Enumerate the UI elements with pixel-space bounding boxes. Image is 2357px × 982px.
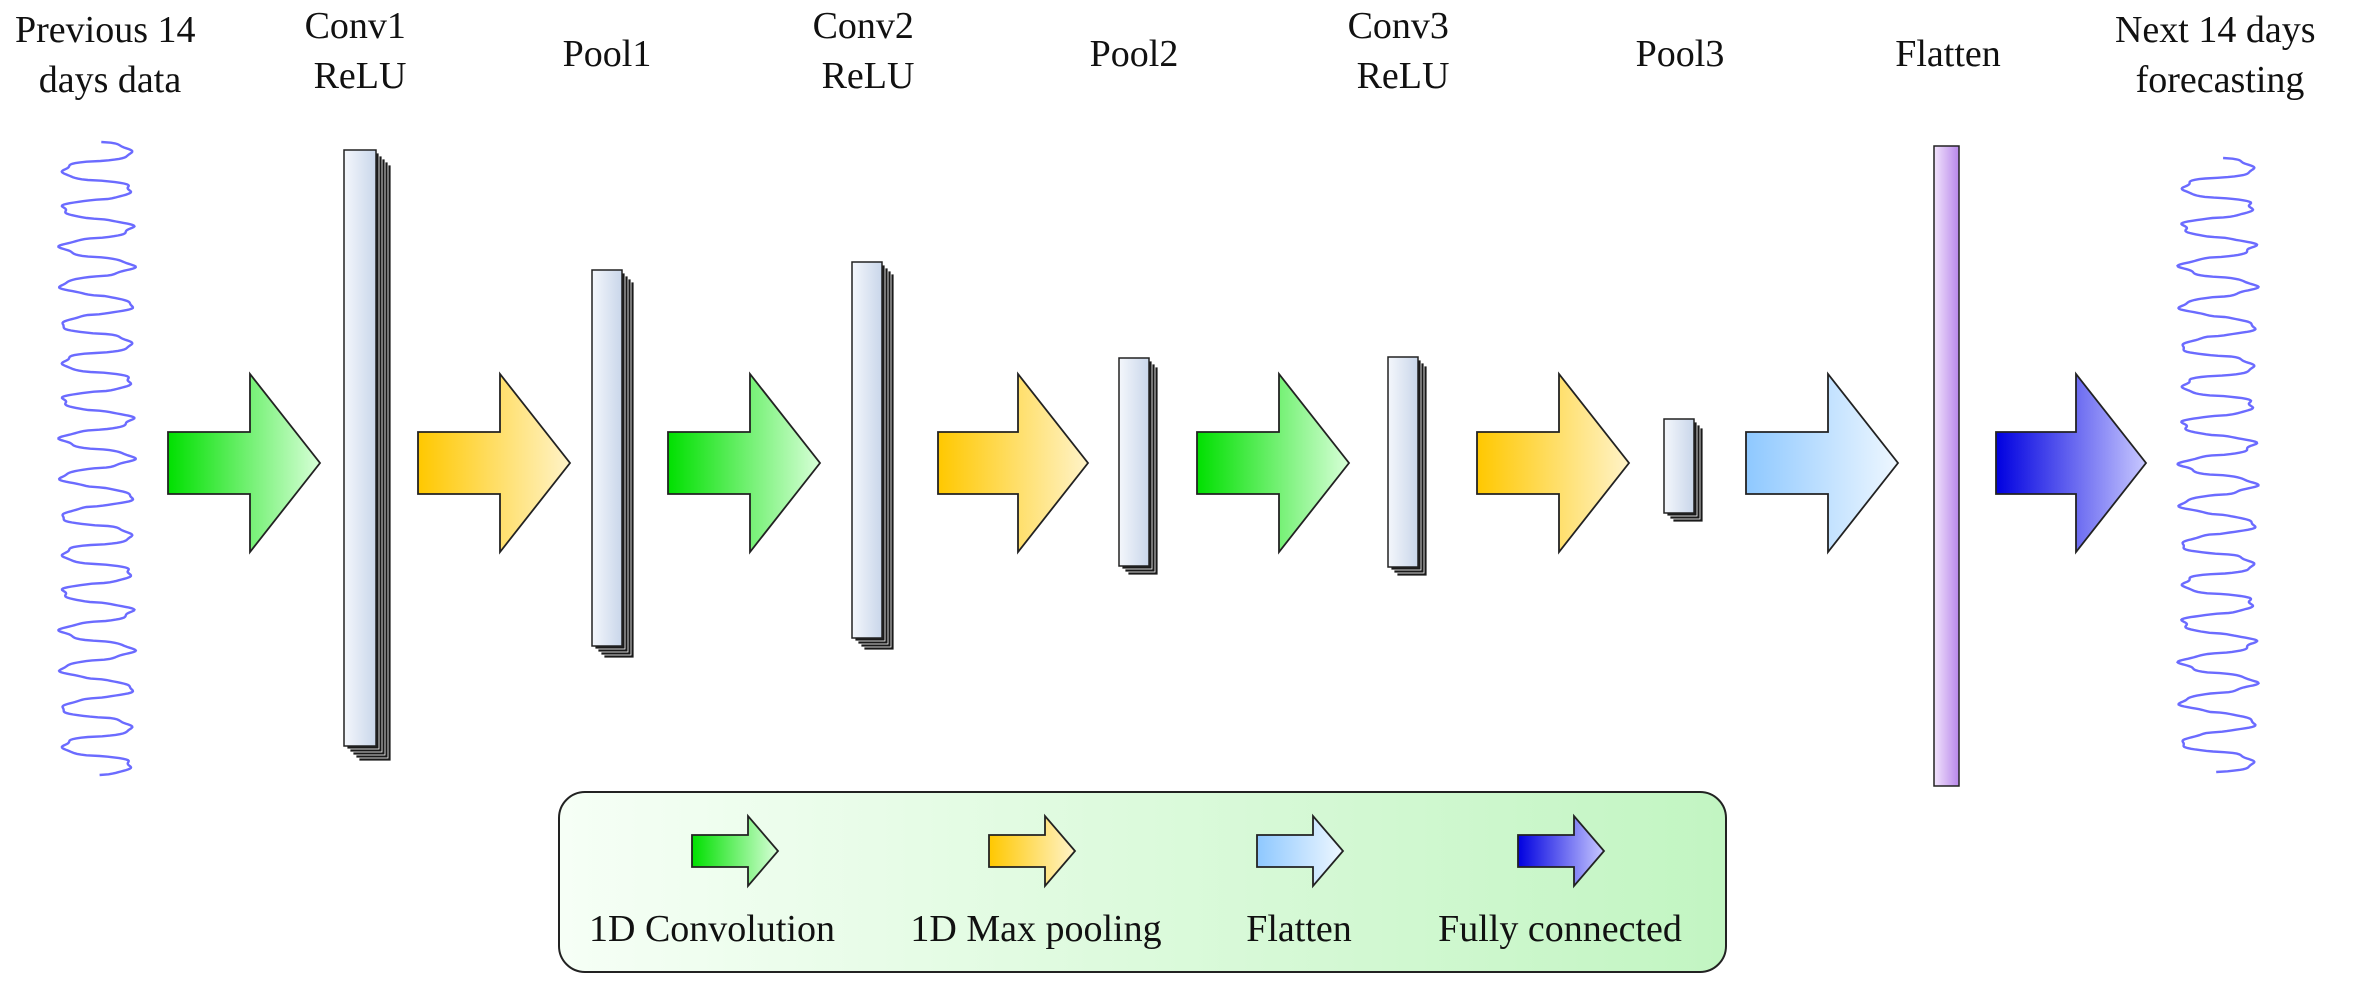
feature-map-layers [343,149,1704,762]
label-conv1: Conv1 ReLU [305,5,416,97]
legend-arrow-flatten [1256,813,1345,889]
arrow-pool3 [1476,371,1631,555]
label-pool2: Pool2 [1090,33,1179,75]
legend-arrow-fc [1517,813,1606,889]
legend-label-pool: 1D Max pooling [910,908,1161,950]
legend-arrow-conv [691,813,780,889]
operation-arrows [167,371,2148,555]
input-signal-waveform [56,140,138,777]
pool1-feature-maps [591,269,635,659]
arrow-fully-connected [1995,371,2148,555]
label-flatten: Flatten [1895,33,2001,75]
conv1-feature-maps [343,149,392,762]
legend: 1D Convolution 1D Max pooling Flatten Fu… [558,791,1727,973]
label-pool1: Pool1 [563,33,652,75]
conv3-feature-maps [1387,356,1428,577]
legend-label-conv: 1D Convolution [589,908,835,950]
label-input: Previous 14 days data [15,9,205,101]
pool3-feature-maps [1663,418,1704,523]
arrow-pool2 [937,371,1090,555]
flatten-layer-bar [1933,145,1960,787]
arrow-pool1 [417,371,572,555]
label-conv2: Conv2 ReLU [813,5,924,97]
legend-label-flatten: Flatten [1246,908,1352,950]
label-output: Next 14 days forecasting [2115,9,2325,101]
pool2-feature-maps [1118,357,1159,576]
arrow-conv3 [1196,371,1351,555]
arrow-conv1 [167,371,322,555]
arrow-conv2 [667,371,822,555]
conv2-feature-maps [851,261,895,651]
legend-box [558,791,1727,973]
label-conv3: Conv3 ReLU [1348,5,1459,97]
output-signal-waveform [2176,156,2260,774]
legend-arrow-pool [988,813,1077,889]
legend-label-fc: Fully connected [1438,908,1682,950]
arrow-flatten [1745,371,1900,555]
label-pool3: Pool3 [1636,33,1725,75]
